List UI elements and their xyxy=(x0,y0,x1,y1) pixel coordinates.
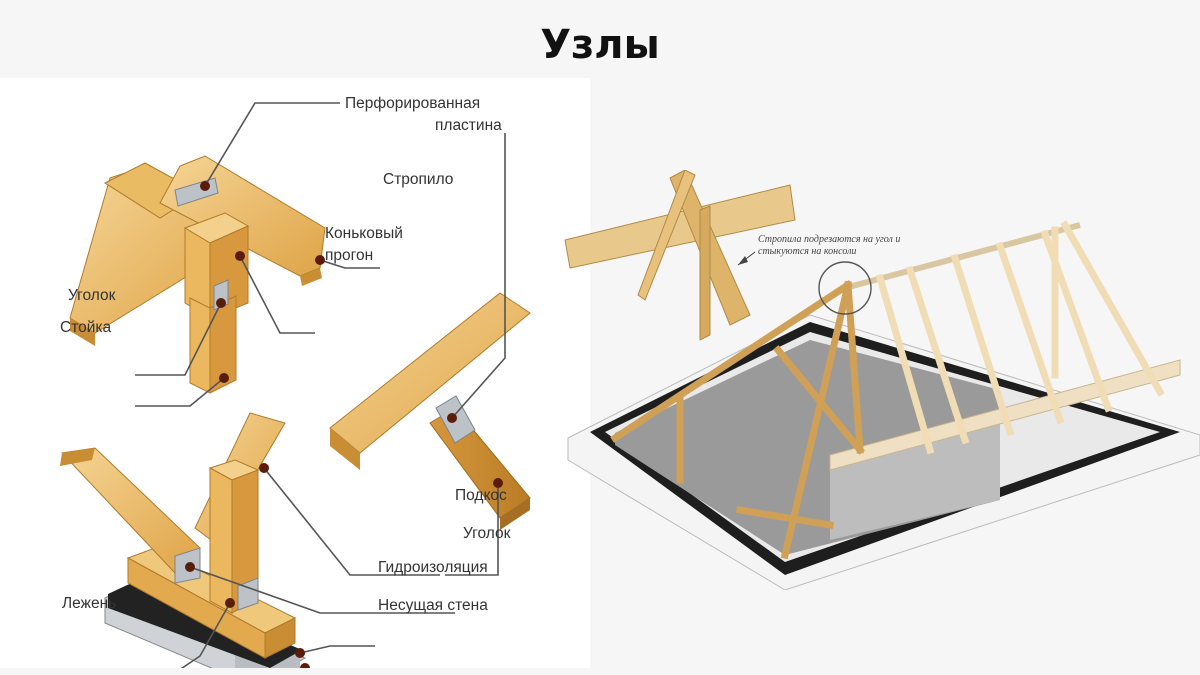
node-diagram: Перфорированная пластина Стропило Конько… xyxy=(60,95,531,675)
strut-node xyxy=(329,292,531,530)
label-post: Стойка xyxy=(60,319,112,336)
detail-inset xyxy=(564,169,796,341)
annotation-line-2: стыкуются на консоли xyxy=(758,246,856,257)
label-perforated-plate-2: пластина xyxy=(435,117,502,134)
label-rafter: Стропило xyxy=(383,171,453,188)
label-ridge-purlin-2: прогон xyxy=(325,247,373,264)
detail-circle xyxy=(818,261,872,315)
label-strut: Подкос xyxy=(455,487,507,504)
label-sill-beam: Лежень xyxy=(62,595,116,612)
label-bearing-wall: Несущая стена xyxy=(378,597,488,614)
node-diagram-panel: Перфорированная пластина Стропило Конько… xyxy=(0,78,590,675)
ridge-node xyxy=(69,155,326,394)
hip-rafters xyxy=(610,280,865,560)
leader-dots xyxy=(185,181,503,673)
page-title: Узлы xyxy=(540,22,660,68)
common-rafters xyxy=(875,220,1165,455)
leader-lines xyxy=(135,102,506,675)
label-ridge-purlin-1: Коньковый xyxy=(325,225,403,242)
roof-frame-illustration: Стропила подрезаются на угол и стыкуются… xyxy=(560,169,1200,591)
label-waterproofing: Гидроизоляция xyxy=(378,559,488,576)
sill-node xyxy=(60,412,307,675)
label-perforated-plate-1: Перфорированная xyxy=(345,95,480,112)
label-corner-bottom: Уголок xyxy=(463,525,511,542)
label-corner-top: Уголок xyxy=(68,287,116,304)
annotation-line-1: Стропила подрезаются на угол и xyxy=(758,234,900,245)
roof-frame-svg: Стропила подрезаются на угол и стыкуются… xyxy=(564,169,1200,591)
